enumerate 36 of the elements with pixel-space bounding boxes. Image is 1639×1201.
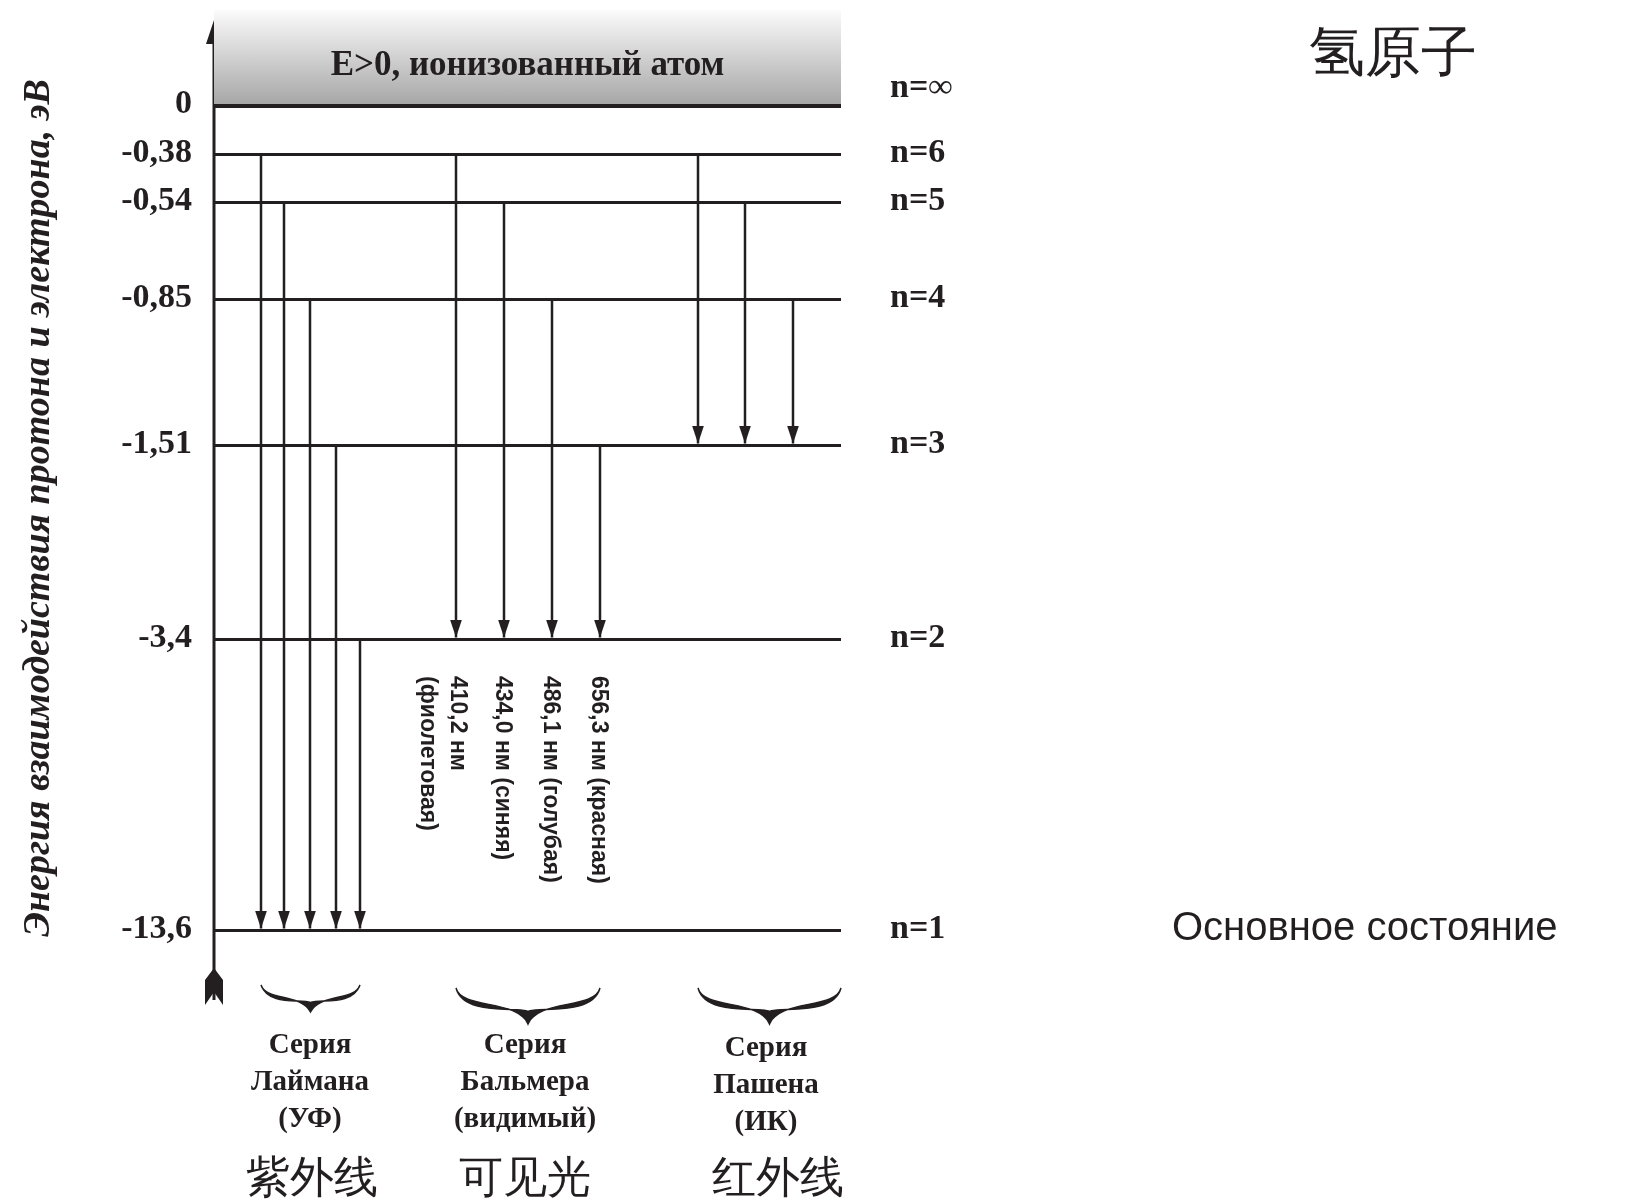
range-label: 可见光 [459,1150,591,1201]
series-caption: Серия Лаймана (УФ) [249,1026,371,1135]
transition-arrow [304,300,316,929]
level-label: n=5 [890,178,946,219]
energy-value: 0 [175,82,192,122]
transition-arrow [354,640,366,929]
level-label: n=4 [890,275,946,316]
transition-arrow [330,446,342,929]
transition-arrow [787,300,799,444]
level-label: n=1 [890,906,946,947]
series-caption: Серия Пашена (ИК) [712,1029,820,1138]
axis-label: Энергия взаимодействия протона и электрона, эВ [14,79,58,937]
energy-value: -13,6 [121,906,192,947]
state-label: Основное состояние [1172,903,1558,950]
level-label: n=2 [890,615,946,656]
transition-arrow [546,300,558,638]
level-label: n=6 [890,130,946,171]
energy-value: -3,4 [138,615,192,656]
transition-arrow [739,203,751,444]
energy-value: -0,38 [121,130,192,171]
transition-arrow [594,446,606,638]
transition-arrow [692,155,704,444]
series-caption: Серия Бальмера (видимый) [452,1026,598,1135]
energy-value: -0,85 [121,275,192,316]
energy-value: -1,51 [121,421,192,462]
ionization-band: E>0, ионизованный атом [214,10,841,104]
energy-value: -0,54 [121,178,192,219]
level-label: n=∞ [890,66,953,106]
transition-arrow [278,203,290,929]
transition-arrow [255,155,267,929]
level-label: n=3 [890,421,946,462]
transition-arrow [498,203,510,638]
range-label: 紫外线 [246,1150,378,1201]
title: 氢原子 [1309,18,1477,86]
transition-arrow [450,155,462,638]
range-label: 红外线 [712,1150,844,1201]
